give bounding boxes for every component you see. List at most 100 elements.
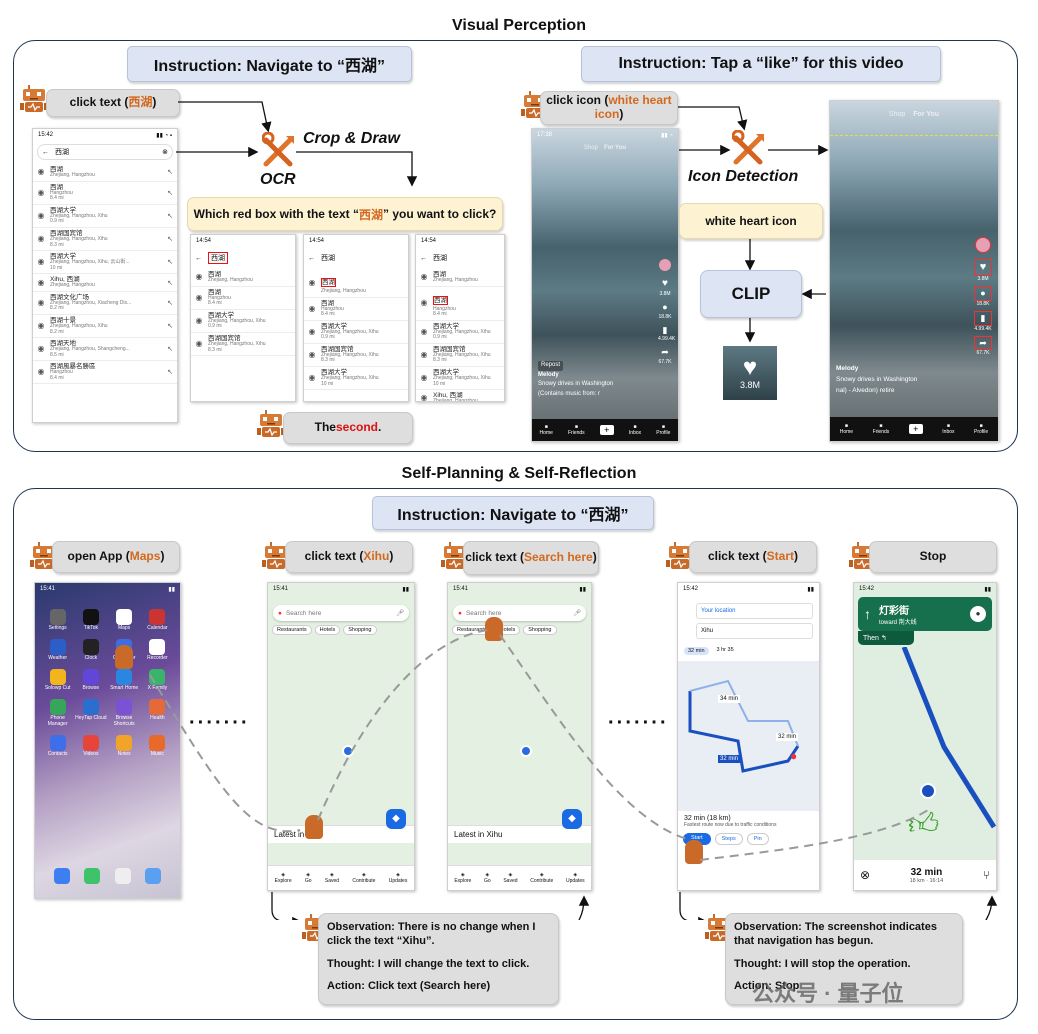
x-family-icon[interactable]	[149, 669, 166, 685]
search-placeholder[interactable]: Search here	[465, 609, 502, 617]
latest-in-xihu[interactable]: Latest in Xihu	[268, 825, 414, 843]
nav-item-inbox[interactable]: ■Inbox	[629, 424, 641, 436]
fill-arrow-icon[interactable]: ↖	[167, 189, 173, 197]
mic-icon[interactable]: 🎤︎	[395, 610, 404, 617]
app-heytap-cloud[interactable]: HeyTap Cloud	[74, 699, 107, 727]
back-arrow-icon[interactable]: ←	[420, 254, 427, 262]
directions-icon[interactable]: ◆	[386, 809, 406, 829]
chip-shopping[interactable]: Shopping	[523, 625, 557, 635]
search-query[interactable]: 西湖	[433, 255, 447, 262]
maps-search-bar[interactable]: ● Search here 🎤︎	[273, 605, 409, 621]
alternate-routes-icon[interactable]: ⑂	[982, 868, 990, 882]
nav-item-inbox[interactable]: ■Inbox	[942, 423, 954, 435]
fill-arrow-icon[interactable]: ↖	[167, 212, 173, 220]
app-recorder[interactable]: Recorder	[141, 639, 174, 661]
mic-icon[interactable]: 🎤︎	[572, 610, 581, 617]
app-smart-home[interactable]: Smart Home	[108, 669, 141, 691]
video-author[interactable]: Melody	[836, 365, 859, 372]
search-query[interactable]: 西湖	[208, 252, 228, 264]
clock-icon[interactable]	[82, 639, 99, 655]
app-maps[interactable]: Maps	[108, 609, 141, 631]
directions-icon[interactable]: ◆	[562, 809, 582, 829]
fill-arrow-icon[interactable]: ↖	[167, 369, 173, 377]
settings-icon[interactable]	[49, 609, 66, 625]
nav-item-go[interactable]: ◈Go	[484, 872, 491, 884]
tab-for-you[interactable]: For You	[913, 111, 940, 118]
app-music[interactable]: Music	[141, 735, 174, 757]
map-area[interactable]: ◆	[268, 635, 414, 829]
smart-home-icon[interactable]	[116, 669, 133, 685]
contacts-icon[interactable]	[49, 735, 66, 751]
health-icon[interactable]	[149, 699, 166, 715]
nav-item-contribute[interactable]: ◈Contribute	[530, 872, 553, 884]
search-query[interactable]: 西湖	[321, 255, 335, 262]
tiktok-icon[interactable]	[82, 609, 99, 625]
nav-item-home[interactable]: ■Home	[540, 424, 553, 436]
video-author[interactable]: Melody	[538, 371, 559, 378]
close-icon[interactable]: ⊗	[860, 868, 871, 882]
camera-icon[interactable]	[114, 868, 131, 884]
pin-button[interactable]: Pin	[746, 833, 769, 845]
fill-arrow-icon[interactable]: ↖	[167, 323, 173, 331]
heytap-cloud-icon[interactable]	[82, 699, 99, 715]
nav-item-contribute[interactable]: ◈Contribute	[352, 872, 375, 884]
maps-search-bar[interactable]: ● Search here 🎤︎	[453, 605, 586, 621]
music-icon[interactable]	[149, 735, 166, 751]
chip-restaurants[interactable]: Restaurants	[272, 625, 312, 635]
app-phone-manager[interactable]: Phone Manager	[41, 699, 74, 727]
search-placeholder[interactable]: Search here	[285, 609, 322, 617]
app-health[interactable]: Health	[141, 699, 174, 727]
search-query[interactable]: 西湖	[55, 149, 69, 156]
app-videos[interactable]: Videos	[74, 735, 107, 757]
messages-icon[interactable]	[84, 868, 101, 884]
nav-item-saved[interactable]: ◈Saved	[325, 872, 339, 884]
comment-icon[interactable]: ●	[974, 286, 992, 301]
nav-item-profile[interactable]: ■Profile	[656, 424, 670, 436]
phone-manager-icon[interactable]	[49, 699, 66, 715]
notes-icon[interactable]	[116, 735, 133, 751]
phone-icon[interactable]	[54, 868, 71, 884]
fill-arrow-icon[interactable]: ↖	[167, 259, 173, 267]
music-text[interactable]: (Contains music from: r	[538, 390, 601, 397]
nav-item-create[interactable]: +	[908, 424, 923, 434]
heart-icon[interactable]: ♥	[662, 278, 668, 289]
chip-shopping[interactable]: Shopping	[343, 625, 377, 635]
videos-icon[interactable]	[82, 735, 99, 751]
music-text[interactable]: nal) - Alvedon) retire	[836, 387, 895, 395]
app-tiktok[interactable]: TikTok	[74, 609, 107, 631]
browse-icon[interactable]	[82, 669, 99, 685]
back-arrow-icon[interactable]: ←	[42, 148, 49, 156]
nav-item-profile[interactable]: ■Profile	[974, 423, 988, 435]
app-browse[interactable]: Browse	[74, 669, 107, 691]
mic-icon[interactable]: ●	[970, 606, 986, 622]
fill-arrow-icon[interactable]: ↖	[167, 299, 173, 307]
app-settings[interactable]: Settings	[41, 609, 74, 631]
tab-shop[interactable]: Shop	[583, 145, 598, 151]
fill-arrow-icon[interactable]: ↖	[167, 346, 173, 354]
browse-shortcuts-icon[interactable]	[116, 699, 133, 715]
weather-icon[interactable]	[49, 639, 66, 655]
app-weather[interactable]: Weather	[41, 639, 74, 661]
nav-item-explore[interactable]: ◈Explore	[275, 872, 292, 884]
bookmark-icon[interactable]: ▮	[974, 310, 992, 326]
app-x-family[interactable]: X Family	[141, 669, 174, 691]
bookmark-icon[interactable]: ▮	[662, 324, 668, 335]
heart-icon[interactable]: ♥	[974, 259, 992, 277]
tab-for-you[interactable]: For You	[603, 145, 627, 151]
